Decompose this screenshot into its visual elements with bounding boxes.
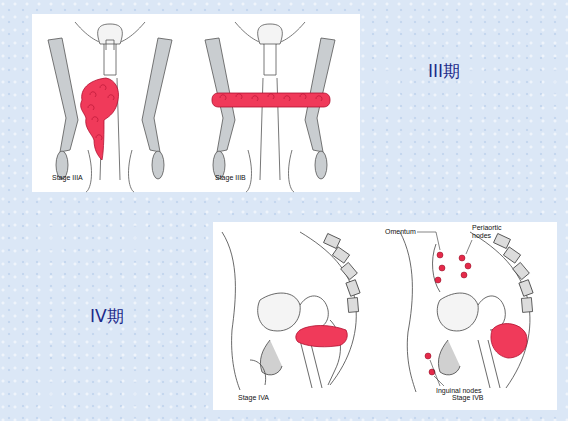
pelvis-coronal-iiia xyxy=(48,22,172,192)
figure-label: Stage IIIB xyxy=(215,174,246,182)
pelvis-coronal-iiib xyxy=(205,22,335,192)
figure-label: Stage IIIA xyxy=(52,174,83,182)
panel xyxy=(32,14,360,192)
part-label: Periaortic nodes xyxy=(472,224,512,239)
tumor-texture xyxy=(220,94,322,101)
metastasis-dots xyxy=(425,252,471,375)
figure-label: Stage IVA xyxy=(238,394,269,402)
pelvis-sagittal-ivb xyxy=(400,232,533,392)
leader-lines xyxy=(417,232,472,386)
tumor-texture xyxy=(88,85,114,140)
pelvis-sagittal-iva xyxy=(222,232,360,390)
tumor-iva xyxy=(296,326,347,347)
tumor-iiia xyxy=(81,78,119,160)
tumor-iiib xyxy=(212,93,330,107)
stage-heading: IV期 xyxy=(90,307,124,326)
panel xyxy=(213,222,557,410)
tumor-ivb xyxy=(491,324,527,358)
stage-heading: III期 xyxy=(428,62,460,81)
figure-label: Stage IVB xyxy=(452,394,484,402)
part-label: Omentum xyxy=(385,228,416,236)
part-label: Inguinal nodes xyxy=(436,387,482,395)
